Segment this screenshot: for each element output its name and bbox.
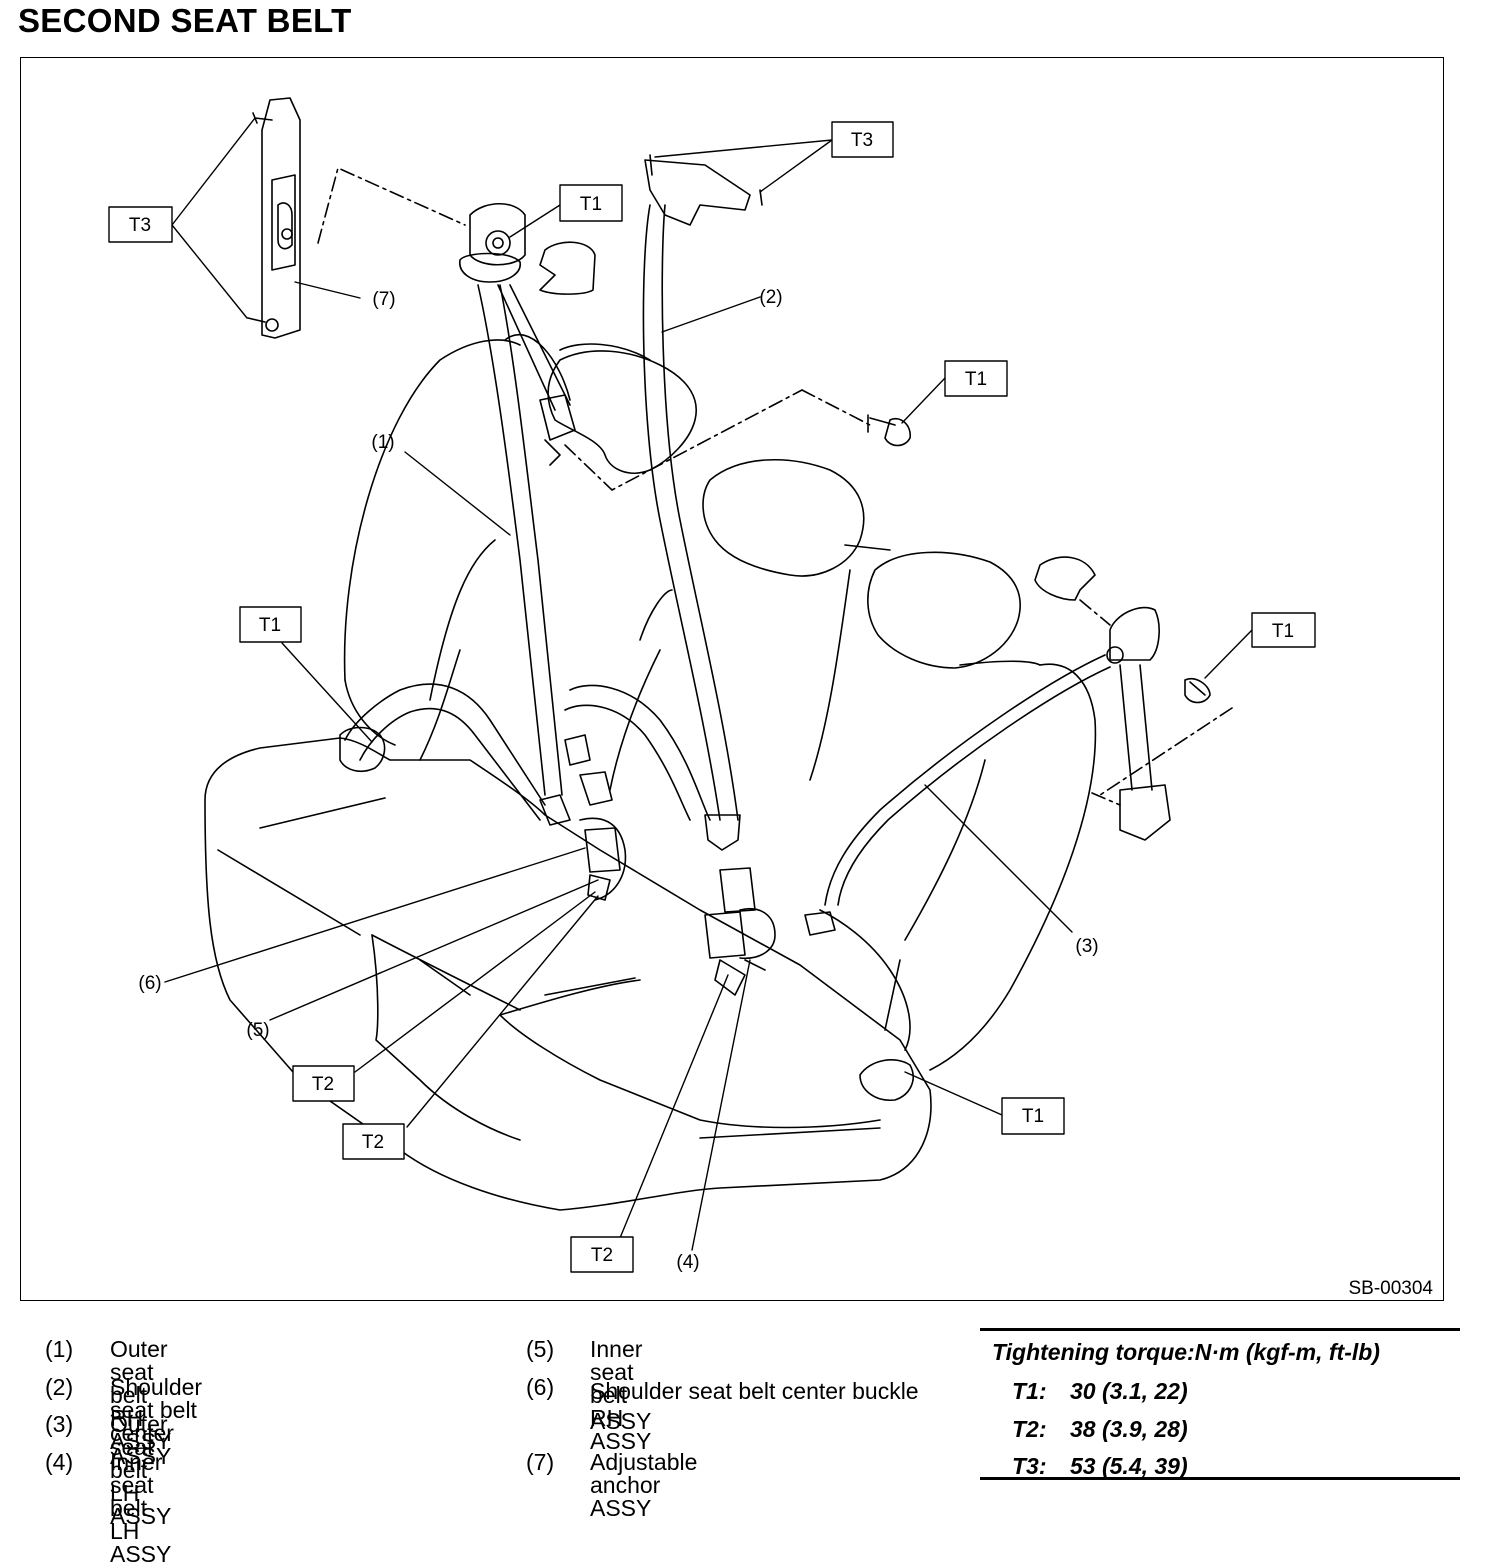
seat-cushion xyxy=(204,737,932,1211)
torque-key-t1: T1: xyxy=(1012,1378,1047,1404)
callout-t2-c: T2 xyxy=(591,1245,613,1266)
bolt-t1-center xyxy=(867,414,911,447)
legend-label-6: Shoulder seat belt center buckle ASSY xyxy=(590,1378,919,1434)
adjustable-anchor xyxy=(247,97,301,339)
callout-1: (1) xyxy=(371,432,394,453)
callout-t3-anchor: T3 xyxy=(129,215,151,236)
seat-back-left xyxy=(884,660,1097,1071)
torque-row-t1: T1: 30 (3.1, 22) xyxy=(1012,1378,1188,1405)
torque-row-t2: T2: 38 (3.9, 28) xyxy=(1012,1416,1188,1443)
torque-key-t3: T3: xyxy=(1012,1453,1047,1479)
callout-t1-upper: T1 xyxy=(580,194,602,215)
torque-value-t1: 30 (3.1, 22) xyxy=(1070,1378,1188,1404)
headrest-left xyxy=(867,551,1021,669)
belt-outer-lh xyxy=(804,556,1211,1101)
callout-5: (5) xyxy=(246,1020,269,1041)
callout-t2-a: T2 xyxy=(312,1074,334,1095)
seat-back-right xyxy=(343,339,521,761)
seat-back-center xyxy=(559,343,851,791)
figure-code: SB-00304 xyxy=(1348,1278,1433,1299)
legend-label-2: Shoulder seat belt center ASSY xyxy=(110,1374,203,1469)
leader-lines xyxy=(164,117,1253,1251)
legend-num-6: (6) xyxy=(526,1374,555,1400)
bolt-t1-lh xyxy=(1189,681,1206,696)
legend-label-1: Outer seat belt RH ASSY xyxy=(110,1336,172,1454)
legend-label-7: Adjustable anchor ASSY xyxy=(590,1449,698,1521)
anchor-upper-rh xyxy=(459,203,596,295)
callout-4: (4) xyxy=(676,1252,699,1273)
callout-t2-b: T2 xyxy=(362,1132,384,1153)
legend-label-5: Inner seat belt RH ASSY xyxy=(590,1336,652,1454)
headrest-center xyxy=(702,458,891,577)
torque-table: Tightening torque:N·m (kgf-m, ft-lb) T1:… xyxy=(980,1328,1460,1480)
callout-t1-rh: T1 xyxy=(259,615,281,636)
belt-outer-rh xyxy=(339,284,576,826)
legend-label-4: Inner seat belt LH ASSY xyxy=(110,1449,172,1567)
callout-3: (3) xyxy=(1075,936,1098,957)
callout-t3-center: T3 xyxy=(851,130,873,151)
torque-row-t3: T3: 53 (5.4, 39) xyxy=(1012,1453,1188,1480)
legend-num-5: (5) xyxy=(526,1336,555,1362)
seat-belt-diagram: T3 T3 T1 T1 T1 T1 T2 T2 T1 T2 (7) (2) (1… xyxy=(108,97,1434,1299)
callout-texts: T3 T3 T1 T1 T1 T1 T2 T2 T1 T2 (7) (2) (1… xyxy=(129,130,1434,1299)
callout-6: (6) xyxy=(138,973,161,994)
page-title: SECOND SEAT BELT xyxy=(18,2,352,39)
callout-boxes xyxy=(108,121,1316,1273)
callout-2: (2) xyxy=(759,287,782,308)
callout-7: (7) xyxy=(372,289,395,310)
torque-value-t3: 53 (5.4, 39) xyxy=(1070,1453,1188,1479)
torque-key-t2: T2: xyxy=(1012,1416,1047,1442)
diagram-frame xyxy=(20,57,1444,1301)
legend-num-3: (3) xyxy=(45,1411,74,1437)
belt-shoulder-center xyxy=(642,154,763,851)
legend-num-2: (2) xyxy=(45,1374,74,1400)
legend-num-7: (7) xyxy=(526,1449,555,1475)
belt-center-buckle xyxy=(564,684,776,996)
callout-t1-lower: T1 xyxy=(1022,1106,1044,1127)
legend-num-4: (4) xyxy=(45,1449,74,1475)
callout-t1-center: T1 xyxy=(965,369,987,390)
alignment-lines xyxy=(317,167,1233,806)
legend-label-3: Outer seat belt LH ASSY xyxy=(110,1411,172,1529)
legend-num-1: (1) xyxy=(45,1336,74,1362)
callout-t1-lh: T1 xyxy=(1272,621,1294,642)
torque-header: Tightening torque:N·m (kgf-m, ft-lb) xyxy=(992,1339,1380,1365)
torque-value-t2: 38 (3.9, 28) xyxy=(1070,1416,1188,1442)
